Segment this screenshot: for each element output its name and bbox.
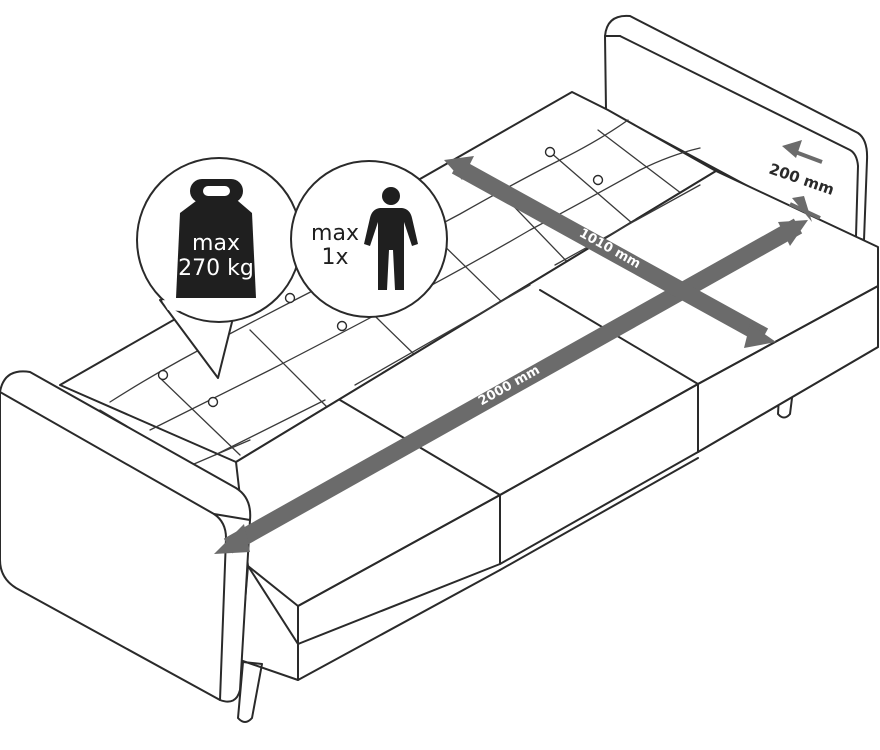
max-persons-badge: max 1x (290, 160, 448, 318)
person-count-label: 1x (321, 245, 348, 270)
seat-cushions (179, 170, 879, 681)
weight-icon (176, 179, 256, 298)
weight-value-label: 270 kg (178, 256, 254, 281)
weight-max-label: max (192, 231, 240, 256)
right-armrest (604, 14, 869, 241)
sofa-legs (237, 395, 793, 723)
person-max-label: max (311, 221, 359, 246)
person-icon (364, 187, 418, 290)
weight-capacity-badge: max 270 kg (136, 157, 302, 379)
